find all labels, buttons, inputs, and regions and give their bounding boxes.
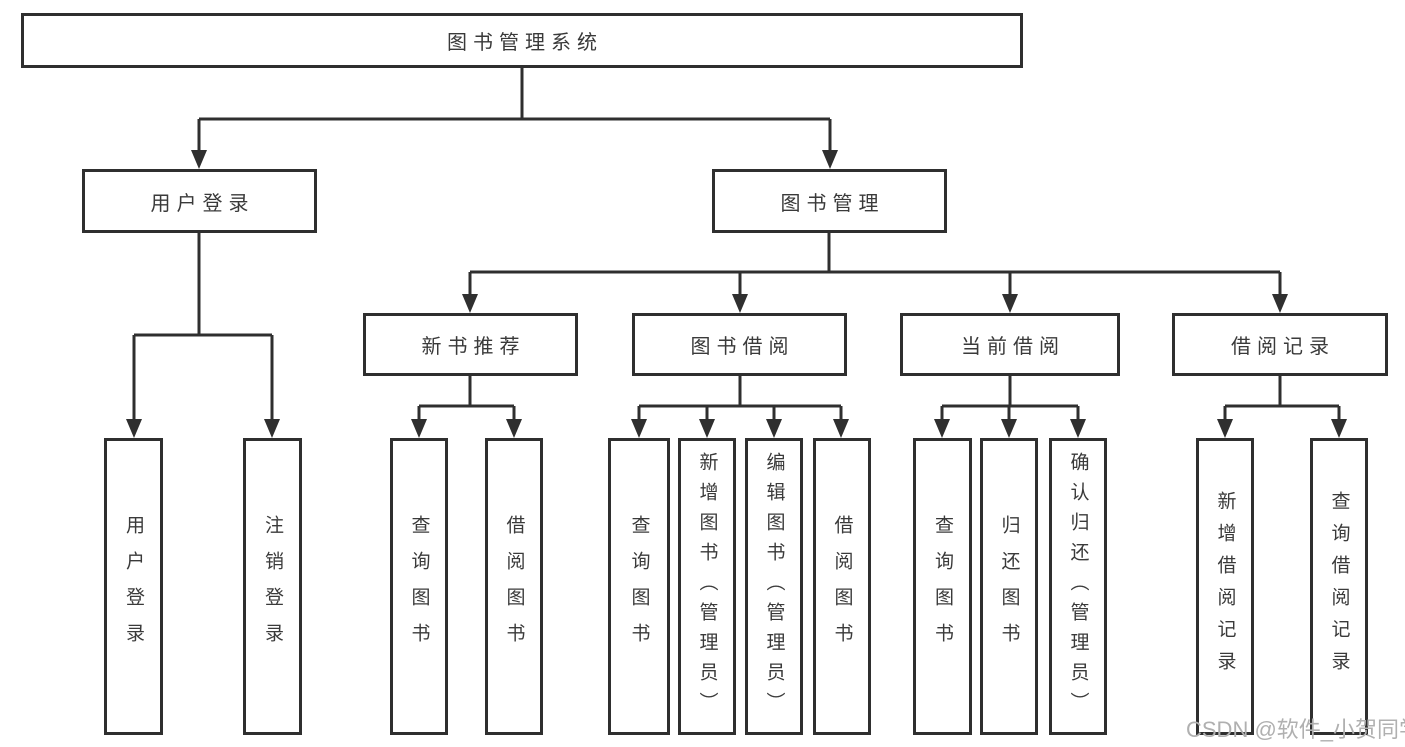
- node-current-borrowing-label: 当前借阅: [961, 336, 1065, 358]
- node-book-borrowing-label: 图书借阅: [690, 336, 795, 358]
- leaf-borrow-books-recommend-label: 借阅图书: [503, 514, 525, 659]
- leaf-confirm-return-admin-label: 确认归还（管理员）: [1067, 451, 1089, 722]
- leaf-add-borrow-record: 新增借阅记录: [1196, 438, 1254, 735]
- leaf-confirm-return-admin: 确认归还（管理员）: [1049, 438, 1107, 735]
- node-book-management: 图书管理: [712, 169, 947, 233]
- leaf-query-books-recommend: 查询图书: [390, 438, 448, 735]
- leaf-query-books-recommend-label: 查询图书: [408, 514, 430, 659]
- leaf-user-login: 用户登录: [104, 438, 163, 735]
- csdn-watermark: CSDN @软件_小贺同学: [1186, 717, 1405, 742]
- leaf-query-books-borrowing-label: 查询图书: [628, 514, 650, 659]
- leaf-user-login-label: 用户登录: [123, 514, 144, 659]
- node-user-login: 用户登录: [82, 169, 317, 233]
- leaf-query-books-current-label: 查询图书: [932, 514, 953, 659]
- leaf-add-borrow-record-label: 新增借阅记录: [1214, 490, 1236, 683]
- node-borrowing-records-label: 借阅记录: [1231, 336, 1335, 358]
- leaf-query-books-borrowing: 查询图书: [608, 438, 670, 735]
- leaf-return-books: 归还图书: [980, 438, 1038, 735]
- leaf-return-books-label: 归还图书: [998, 514, 1020, 659]
- leaf-add-book-admin: 新增图书（管理员）: [678, 438, 736, 735]
- node-library-system: 图书管理系统: [21, 13, 1023, 68]
- leaf-edit-book-admin-label: 编辑图书（管理员）: [763, 451, 785, 722]
- arrowheads: [126, 150, 1347, 438]
- node-book-management-label: 图书管理: [780, 192, 885, 215]
- node-library-system-label: 图书管理系统: [447, 32, 603, 54]
- node-current-borrowing: 当前借阅: [900, 313, 1120, 376]
- node-new-book-recommend: 新书推荐: [363, 313, 578, 376]
- leaf-logout-label: 注销登录: [262, 514, 283, 659]
- leaf-borrow-books-borrowing-label: 借阅图书: [831, 514, 853, 659]
- leaf-borrow-books-borrowing: 借阅图书: [813, 438, 871, 735]
- node-user-login-label: 用户登录: [150, 192, 255, 215]
- leaf-add-book-admin-label: 新增图书（管理员）: [696, 451, 718, 722]
- leaf-query-books-current: 查询图书: [913, 438, 972, 735]
- leaf-logout: 注销登录: [243, 438, 302, 735]
- node-new-book-recommend-label: 新书推荐: [421, 336, 526, 358]
- node-book-borrowing: 图书借阅: [632, 313, 847, 376]
- leaf-borrow-books-recommend: 借阅图书: [485, 438, 543, 735]
- leaf-query-borrow-record-label: 查询借阅记录: [1328, 490, 1350, 683]
- leaf-edit-book-admin: 编辑图书（管理员）: [745, 438, 803, 735]
- node-borrowing-records: 借阅记录: [1172, 313, 1388, 376]
- leaf-query-borrow-record: 查询借阅记录: [1310, 438, 1368, 735]
